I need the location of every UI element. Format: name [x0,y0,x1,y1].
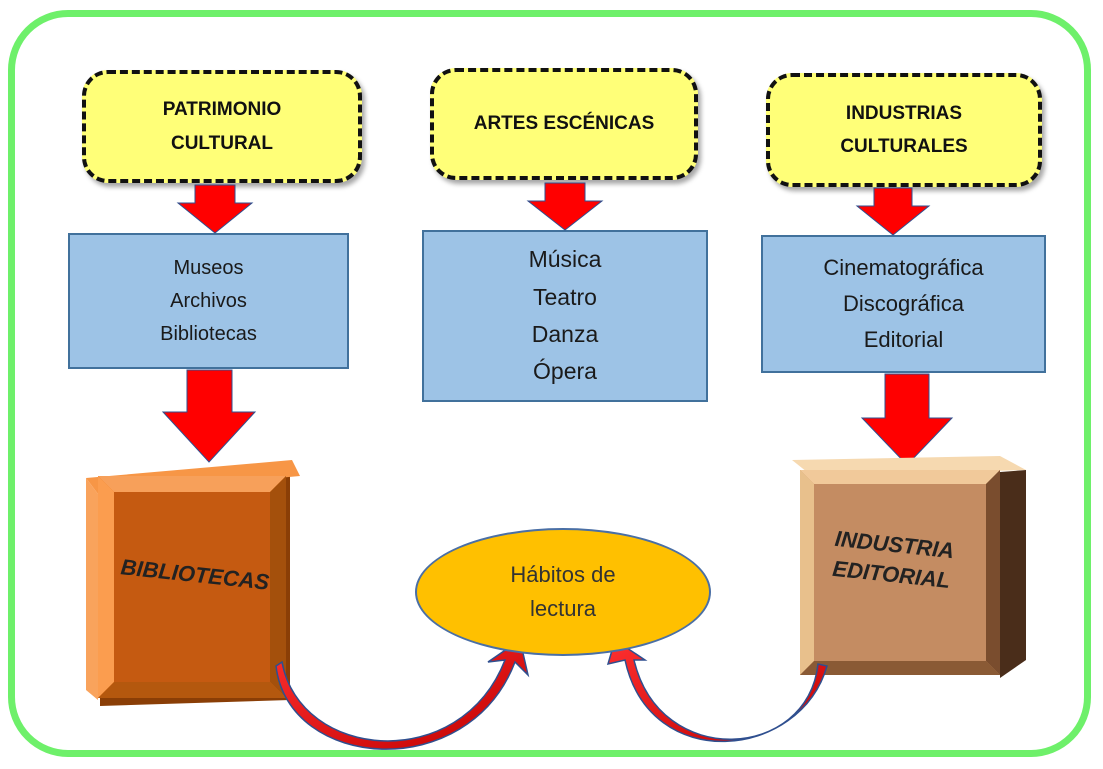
category-industrias-culturales-label: INDUSTRIAS CULTURALES [840,102,968,157]
arrow-down-industrias [855,187,931,236]
arrow-down-patrimonio [176,184,254,234]
curved-arrow-right [606,638,828,743]
book-bibliotecas [86,460,300,706]
category-industrias-culturales: INDUSTRIAS CULTURALES [766,73,1042,187]
category-patrimonio-cultural: PATRIMONIO CULTURAL [82,70,362,183]
items-box-artes: Música Teatro Danza Ópera [422,230,708,402]
arrow-down-to-bibliotecas [161,369,257,463]
category-patrimonio-cultural-label: PATRIMONIO CULTURAL [162,99,282,154]
diagram-frame [8,10,1091,757]
items-box-patrimonio: Museos Archivos Bibliotecas [68,233,349,369]
arrow-down-artes [526,182,604,231]
category-artes-escenicas-label: ARTES ESCÉNICAS [473,113,655,135]
center-oval-habitos-lectura: Hábitos de lectura [415,528,711,656]
book-industria-editorial [792,456,1026,678]
category-artes-escenicas: ARTES ESCÉNICAS [430,68,698,180]
curved-arrow-left [275,638,530,750]
items-box-industrias: Cinematográfica Discográfica Editorial [761,235,1046,373]
arrow-down-to-industria-editorial [860,373,954,466]
